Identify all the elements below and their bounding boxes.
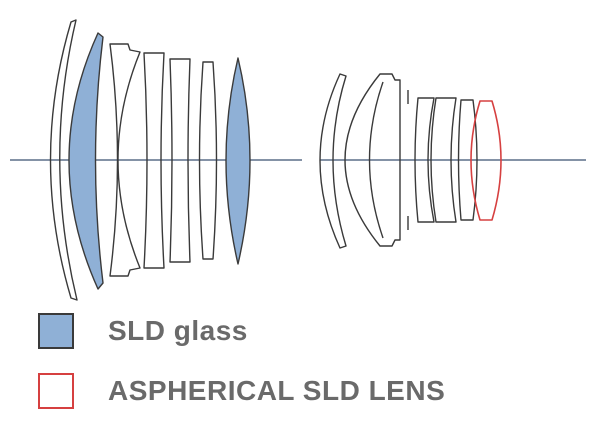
lens-element [457, 99, 478, 221]
aspherical-swatch [38, 373, 74, 409]
lens-diagram [10, 19, 586, 301]
lens-element [430, 97, 457, 223]
lens-element [169, 58, 191, 263]
lens-element [143, 52, 165, 269]
legend-label-sld: SLD glass [108, 315, 248, 346]
legend-item-sld: SLD glass [38, 311, 248, 351]
cemented-element [344, 73, 401, 247]
aspherical-sld-element [470, 100, 502, 221]
lens-element [414, 97, 435, 223]
sld-element [68, 32, 104, 290]
legend-label-aspherical: ASPHERICAL SLD LENS [108, 375, 446, 406]
sld-element [225, 57, 251, 265]
sld-swatch [38, 313, 74, 349]
cemented-interface [368, 81, 384, 239]
meniscus-element [109, 43, 141, 277]
meniscus-element [319, 73, 347, 249]
legend-item-aspherical: ASPHERICAL SLD LENS [38, 371, 445, 411]
lens-element [198, 61, 218, 260]
meniscus-element [49, 19, 78, 301]
